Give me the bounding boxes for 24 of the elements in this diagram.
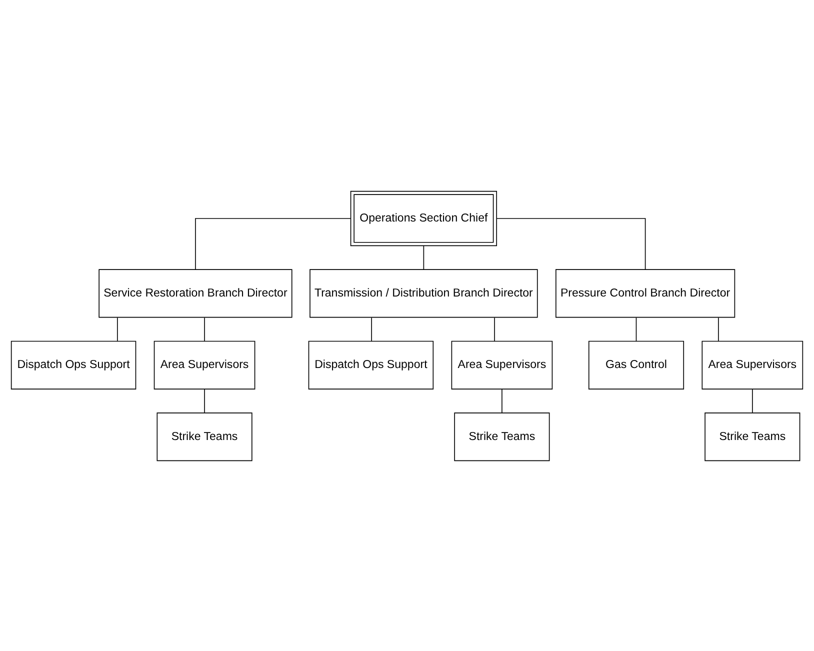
connector (636, 316, 637, 342)
connector (423, 244, 424, 270)
node-box: Strike Teams (454, 412, 550, 461)
node-box: Transmission / Distribution Branch Director (310, 268, 538, 318)
node-box: Strike Teams (704, 412, 800, 461)
connector (718, 316, 719, 342)
node-box: Strike Teams (156, 412, 252, 461)
node-box: Area Supervisors (451, 340, 553, 389)
connector (195, 218, 351, 270)
node-box: Dispatch Ops Support (308, 340, 434, 389)
connector (117, 316, 118, 342)
node-box: Pressure Control Branch Director (556, 268, 736, 318)
connector (371, 316, 372, 342)
node-box: Gas Control (588, 340, 684, 389)
node-box: Dispatch Ops Support (10, 340, 136, 389)
node-box: Area Supervisors (154, 340, 256, 389)
node-box: Service Restoration Branch Director (98, 268, 292, 318)
connector (204, 316, 205, 342)
connector (204, 388, 205, 413)
connector (494, 316, 495, 342)
connector (752, 388, 753, 413)
node-box: Area Supervisors (702, 340, 804, 389)
node-box: Operations Section Chief (350, 190, 497, 246)
connector (496, 218, 646, 270)
